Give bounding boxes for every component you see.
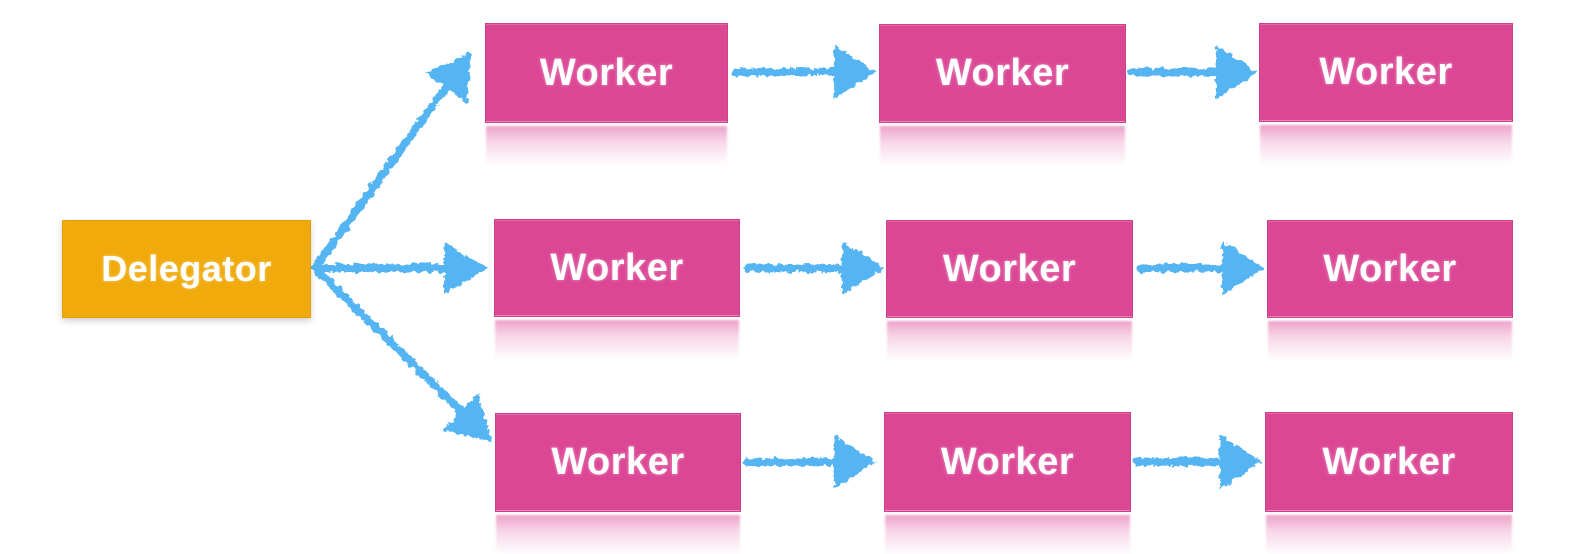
edge-worker-1-2-to-worker-1-3 [1127, 45, 1258, 99]
worker-label: Worker [550, 246, 684, 289]
worker-label: Worker [551, 441, 685, 483]
worker-node-1-1: Worker [485, 23, 728, 123]
edge-worker-1-1-to-worker-1-2 [732, 45, 876, 99]
worker-node-2-1: Worker [494, 219, 740, 317]
worker-node-3-1: Worker [495, 413, 741, 512]
edge-delegator-to-worker-1-1 [311, 52, 472, 272]
worker-node-2-2: Worker [886, 220, 1133, 318]
worker-node-3-2: Worker [884, 412, 1131, 512]
worker-label: Worker [1323, 247, 1457, 290]
edge-worker-2-1-to-worker-2-2 [744, 241, 884, 295]
worker-label: Worker [935, 52, 1070, 94]
worker-label: Worker [1319, 51, 1453, 93]
edge-delegator-to-worker-2-1 [311, 242, 488, 294]
worker-label: Worker [940, 440, 1075, 483]
edge-delegator-to-worker-3-1 [311, 264, 492, 442]
worker-label: Worker [539, 51, 674, 94]
delegator-node: Delegator [62, 220, 311, 318]
edge-worker-3-1-to-worker-3-2 [744, 435, 876, 489]
delegator-label: Delegator [101, 248, 272, 289]
worker-node-2-3: Worker [1267, 220, 1513, 318]
worker-node-1-2: Worker [879, 24, 1126, 123]
edge-worker-2-2-to-worker-2-3 [1136, 241, 1264, 295]
edge-worker-3-2-to-worker-3-3 [1132, 435, 1262, 489]
worker-node-3-3: Worker [1265, 412, 1513, 512]
worker-label: Worker [1322, 440, 1456, 483]
worker-node-1-3: Worker [1259, 23, 1513, 122]
worker-label: Worker [942, 247, 1077, 290]
